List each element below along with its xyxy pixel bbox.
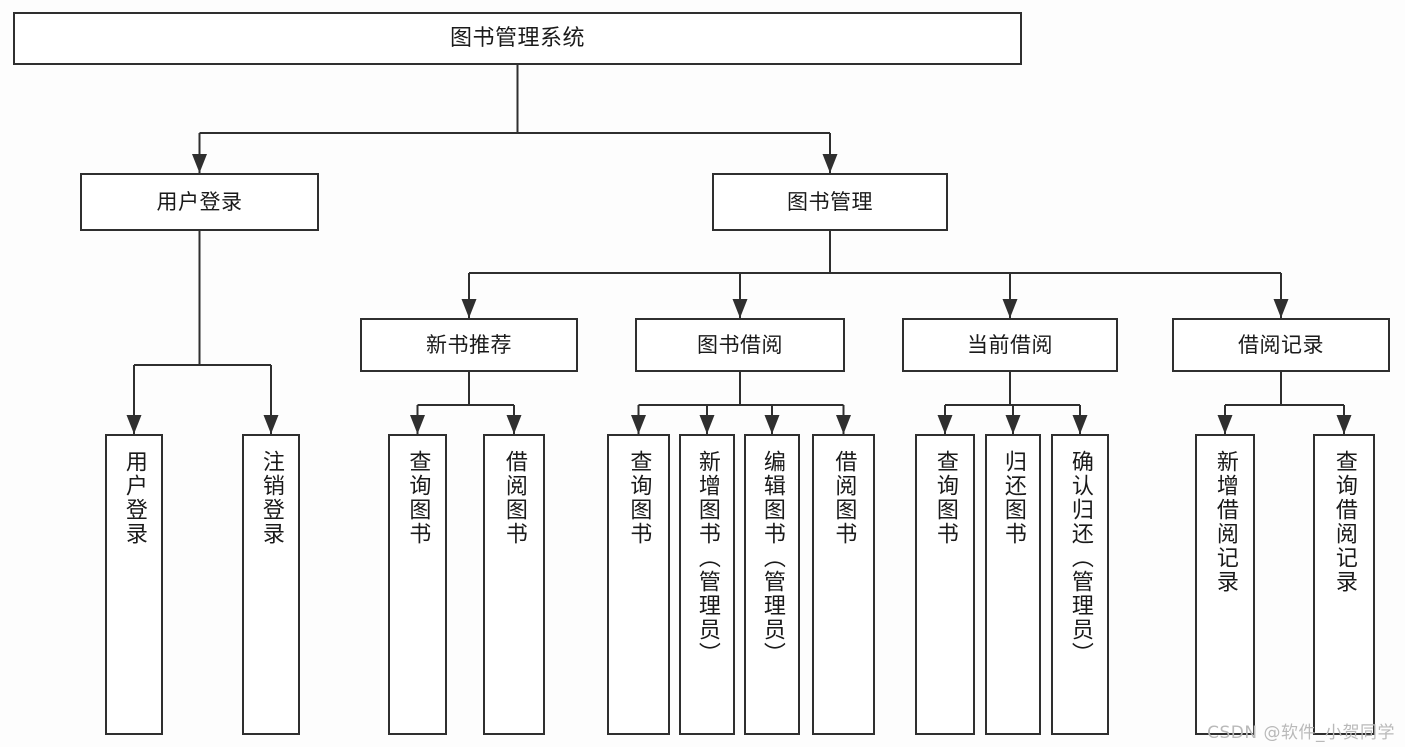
node-l_nb_query[interactable]: 查询图书 (388, 434, 447, 735)
edge-arrowhead (937, 415, 953, 434)
node-label: 用户登录 (156, 189, 243, 214)
node-label: 确认归还（管理员） (1067, 450, 1093, 666)
node-label: 当前借阅 (967, 332, 1053, 357)
node-label: 图书借阅 (697, 332, 783, 357)
edge-arrowhead (732, 299, 748, 318)
node-l_c_confirm[interactable]: 确认归还（管理员） (1051, 434, 1109, 735)
node-label: 借阅记录 (1238, 332, 1324, 357)
node-label: 查询图书 (932, 450, 958, 546)
node-l_b_query[interactable]: 查询图书 (607, 434, 670, 735)
edge-arrowhead (764, 415, 780, 434)
edge-arrowhead (126, 415, 142, 434)
node-label: 新增图书（管理员） (694, 450, 720, 666)
node-label: 新书推荐 (426, 332, 512, 357)
edge-arrowhead (1005, 415, 1021, 434)
node-borrow[interactable]: 图书借阅 (635, 318, 845, 372)
node-records[interactable]: 借阅记录 (1172, 318, 1390, 372)
node-label: 注销登录 (258, 450, 284, 546)
edge-arrowhead (410, 415, 425, 434)
node-l_b_lend[interactable]: 借阅图书 (812, 434, 875, 735)
edge-arrowhead (1273, 299, 1289, 318)
edge-arrowhead (822, 154, 838, 173)
node-newbook[interactable]: 新书推荐 (360, 318, 578, 372)
node-label: 用户登录 (121, 450, 147, 546)
node-l_r_query[interactable]: 查询借阅记录 (1313, 434, 1375, 735)
node-current[interactable]: 当前借阅 (902, 318, 1118, 372)
node-label: 查询图书 (626, 450, 652, 546)
edge-arrowhead (263, 415, 279, 434)
edge-arrowhead (1002, 299, 1018, 318)
node-l_r_add[interactable]: 新增借阅记录 (1195, 434, 1255, 735)
node-label: 归还图书 (1000, 450, 1026, 546)
node-l_nb_borrow[interactable]: 借阅图书 (483, 434, 545, 735)
node-l_b_add[interactable]: 新增图书（管理员） (679, 434, 735, 735)
watermark: CSDN @软件_小贺同学 (1207, 723, 1395, 743)
node-label: 编辑图书（管理员） (759, 450, 785, 666)
edge-arrowhead (461, 299, 477, 318)
edge-arrowhead (1217, 415, 1233, 434)
node-bookmgmt[interactable]: 图书管理 (712, 173, 948, 231)
node-l_b_edit[interactable]: 编辑图书（管理员） (744, 434, 800, 735)
node-label: 图书管理系统 (449, 25, 585, 51)
edge-arrowhead (699, 415, 715, 434)
node-label: 查询图书 (405, 450, 431, 546)
edge-arrowhead (836, 415, 851, 434)
edge-arrowhead (1336, 415, 1352, 434)
node-l_login[interactable]: 用户登录 (105, 434, 163, 735)
node-label: 新增借阅记录 (1212, 450, 1238, 594)
node-label: 查询借阅记录 (1331, 450, 1357, 594)
node-label: 借阅图书 (831, 450, 857, 546)
node-label: 借阅图书 (501, 450, 527, 546)
node-l_c_query[interactable]: 查询图书 (915, 434, 975, 735)
node-root[interactable]: 图书管理系统 (13, 12, 1022, 65)
edge-arrowhead (506, 415, 522, 434)
node-l_logout[interactable]: 注销登录 (242, 434, 300, 735)
node-label: 图书管理 (787, 189, 873, 214)
node-login[interactable]: 用户登录 (80, 173, 319, 231)
edge-arrowhead (631, 415, 646, 434)
edge-arrowhead (192, 154, 207, 173)
edge-arrowhead (1072, 415, 1088, 434)
node-l_c_return[interactable]: 归还图书 (985, 434, 1041, 735)
